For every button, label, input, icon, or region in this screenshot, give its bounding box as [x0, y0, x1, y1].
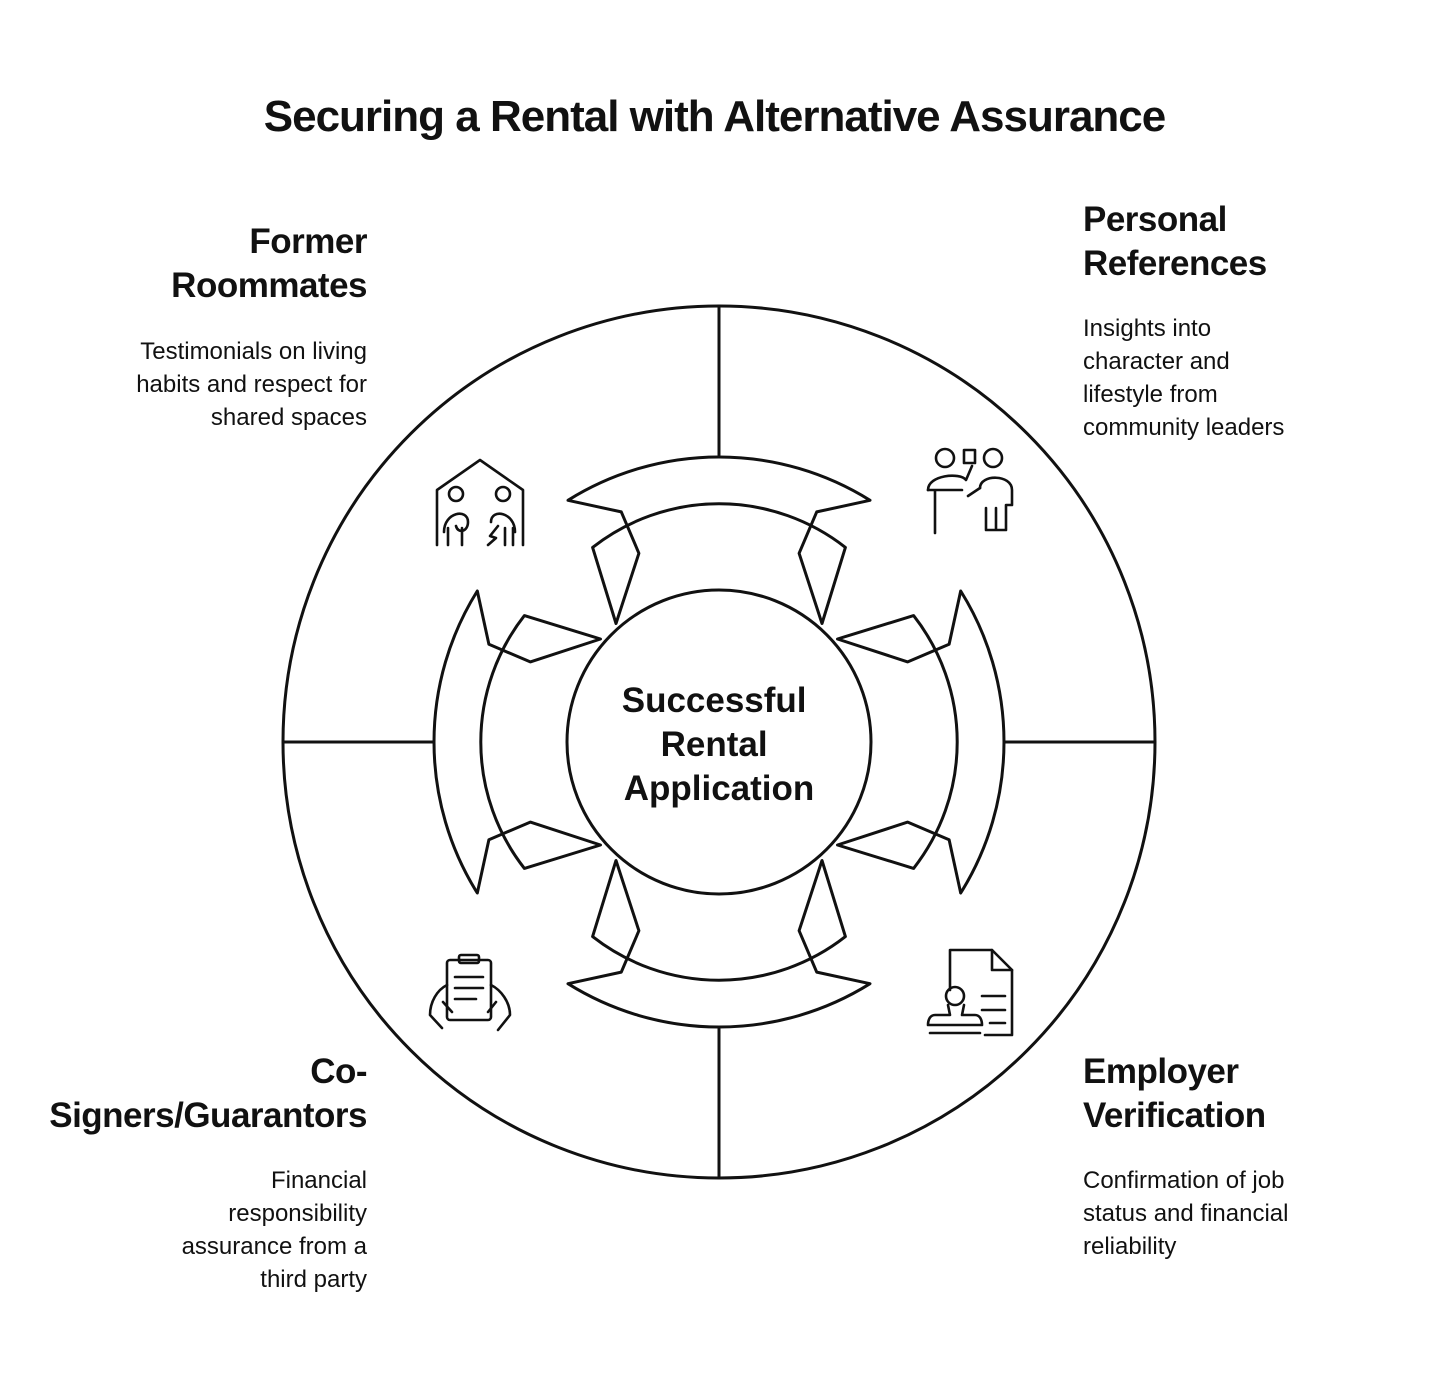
former-roommates-description: Testimonials on living habits and respec…	[37, 335, 367, 434]
center-circle	[565, 588, 873, 896]
personal-references-desc-line-1: Insights into	[1083, 315, 1212, 342]
former-roommates-desc-line-3: shared spaces	[210, 404, 367, 431]
arrow-segments	[432, 455, 1006, 1029]
former-roommates-heading-line-2: Roommates	[171, 266, 367, 305]
employer-verification-desc-line-1: Confirmation of job	[1083, 1167, 1285, 1194]
co-signers-heading-line-2: Signers/Guarantors	[49, 1096, 367, 1135]
employer-verification-block: Employer Verification Confirmation of jo…	[1083, 1050, 1413, 1263]
co-signers-heading: Co- Signers/Guarantors	[7, 1050, 367, 1138]
former-roommates-desc-line-1: Testimonials on living	[140, 338, 367, 365]
former-roommates-desc-line-2: habits and respect for	[136, 371, 367, 398]
co-signers-desc-line-4: third party	[260, 1266, 367, 1293]
presenter-icon	[926, 447, 1014, 535]
arrow-left	[432, 589, 602, 895]
co-signers-desc-line-2: responsibility	[228, 1200, 367, 1227]
personal-references-description: Insights into character and lifestyle fr…	[1083, 312, 1413, 444]
arrow-bottom	[566, 859, 872, 1029]
employer-verification-desc-line-3: reliability	[1083, 1233, 1177, 1260]
co-signers-desc-line-1: Financial	[270, 1167, 367, 1194]
arrow-top	[566, 455, 872, 625]
personal-references-desc-line-3: lifestyle from	[1083, 381, 1218, 408]
co-signers-block: Co- Signers/Guarantors Financial respons…	[7, 1050, 367, 1296]
former-roommates-heading-line-1: Former	[249, 222, 367, 261]
personal-references-heading-line-2: References	[1083, 244, 1267, 283]
employer-verification-heading-line-2: Verification	[1083, 1096, 1266, 1135]
personal-references-block: Personal References Insights into charac…	[1083, 198, 1413, 444]
employer-verification-heading: Employer Verification	[1083, 1050, 1413, 1138]
personal-references-heading-line-1: Personal	[1083, 200, 1227, 239]
former-roommates-heading: Former Roommates	[37, 220, 367, 308]
personal-references-desc-line-2: character and	[1083, 348, 1230, 375]
personal-references-desc-line-4: community leaders	[1083, 414, 1285, 441]
co-signers-heading-line-1: Co-	[310, 1052, 367, 1091]
stamp-document-icon	[926, 948, 1014, 1037]
page-title: Securing a Rental with Alternative Assur…	[263, 92, 1166, 141]
center-line-1: Successful	[622, 681, 807, 720]
center-line-2: Rental	[661, 725, 768, 764]
personal-references-heading: Personal References	[1083, 198, 1413, 286]
co-signers-desc-line-3: assurance from a	[181, 1233, 367, 1260]
arrow-right	[836, 589, 1006, 895]
former-roommates-block: Former Roommates Testimonials on living …	[37, 220, 367, 434]
employer-verification-heading-line-1: Employer	[1083, 1052, 1239, 1091]
roommates-house-icon	[435, 458, 525, 547]
center-line-3: Application	[624, 769, 815, 808]
employer-verification-desc-line-2: status and financial	[1083, 1200, 1289, 1227]
employer-verification-description: Confirmation of job status and financial…	[1083, 1164, 1413, 1263]
center-label: Successful Rental Application	[622, 681, 817, 808]
hands-document-icon	[428, 953, 512, 1032]
co-signers-description: Financial responsibility assurance from …	[7, 1164, 367, 1296]
